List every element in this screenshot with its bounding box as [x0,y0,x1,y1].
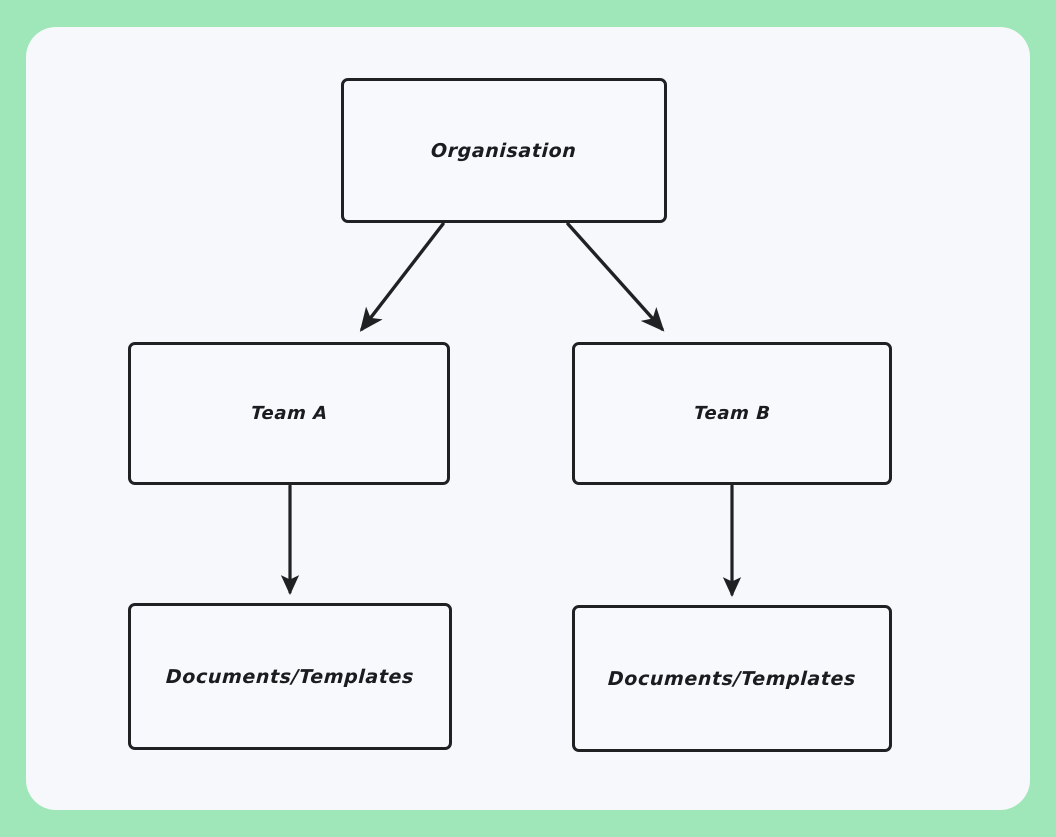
edge-org-to-team-a [359,222,445,332]
node-organisation-label: Organisation [430,139,578,162]
node-documents-templates-b[interactable]: Documents/Templates [572,605,892,752]
node-organisation[interactable]: Organisation [341,78,667,223]
node-documents-templates-b-label: Documents/Templates [607,667,857,690]
node-team-a-label: Team A [250,403,328,424]
node-team-a[interactable]: Team A [128,342,450,485]
node-documents-templates-a-label: Documents/Templates [165,665,415,688]
node-documents-templates-a[interactable]: Documents/Templates [128,603,452,750]
node-team-b-label: Team B [693,403,771,424]
edge-org-to-team-b [566,222,665,332]
node-team-b[interactable]: Team B [572,342,892,485]
